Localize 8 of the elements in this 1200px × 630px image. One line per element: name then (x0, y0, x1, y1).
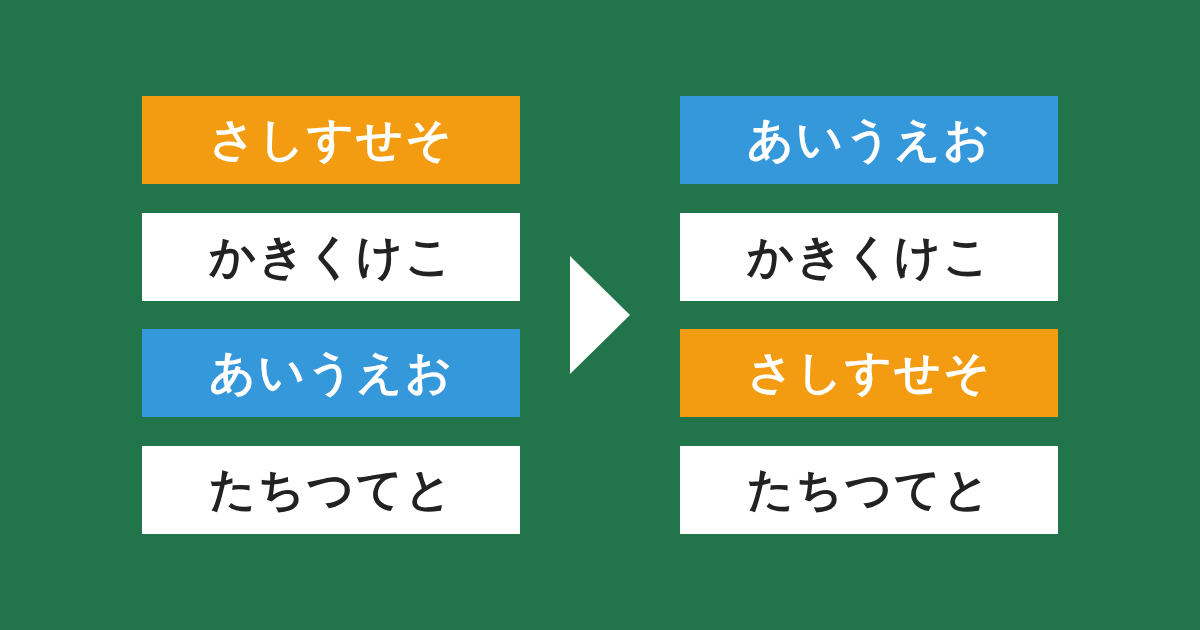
label-box: さしすせそ (142, 96, 520, 184)
label-box: たちつてと (142, 446, 520, 534)
label-box: あいうえお (142, 329, 520, 417)
label-box: かきくけこ (142, 213, 520, 301)
label-box: さしすせそ (680, 329, 1058, 417)
label-box: あいうえお (680, 96, 1058, 184)
label-box: たちつてと (680, 446, 1058, 534)
label-box: かきくけこ (680, 213, 1058, 301)
